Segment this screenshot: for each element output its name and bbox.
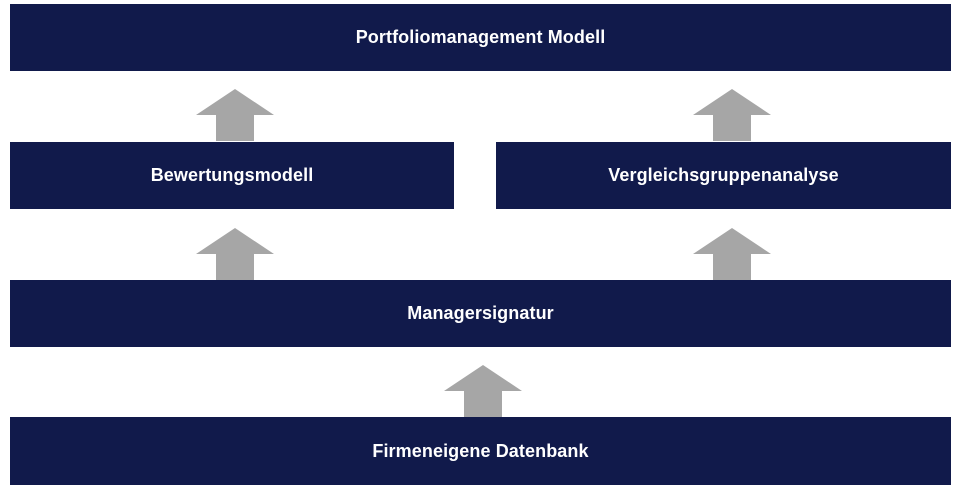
peer-group-analysis-label: Vergleichsgruppenanalyse bbox=[608, 165, 839, 185]
valuation-model-box: Bewertungsmodell bbox=[10, 142, 454, 209]
up-arrow-icon bbox=[444, 365, 522, 417]
valuation-model-label: Bewertungsmodell bbox=[150, 165, 314, 185]
manager-signature-box: Managersignatur bbox=[10, 280, 951, 347]
up-arrow-icon bbox=[693, 89, 771, 141]
portfolio-management-model-label: Portfoliomanagement Modell bbox=[355, 27, 606, 47]
up-arrow-icon bbox=[693, 228, 771, 280]
up-arrow-icon bbox=[196, 89, 274, 141]
proprietary-database-label: Firmeneigene Datenbank bbox=[372, 440, 589, 461]
portfolio-management-model-box: Portfoliomanagement Modell bbox=[10, 4, 951, 71]
proprietary-database-box: Firmeneigene Datenbank bbox=[10, 417, 951, 485]
up-arrow-icon bbox=[196, 228, 274, 280]
manager-signature-label: Managersignatur bbox=[407, 303, 554, 323]
peer-group-analysis-box: Vergleichsgruppenanalyse bbox=[496, 142, 951, 209]
